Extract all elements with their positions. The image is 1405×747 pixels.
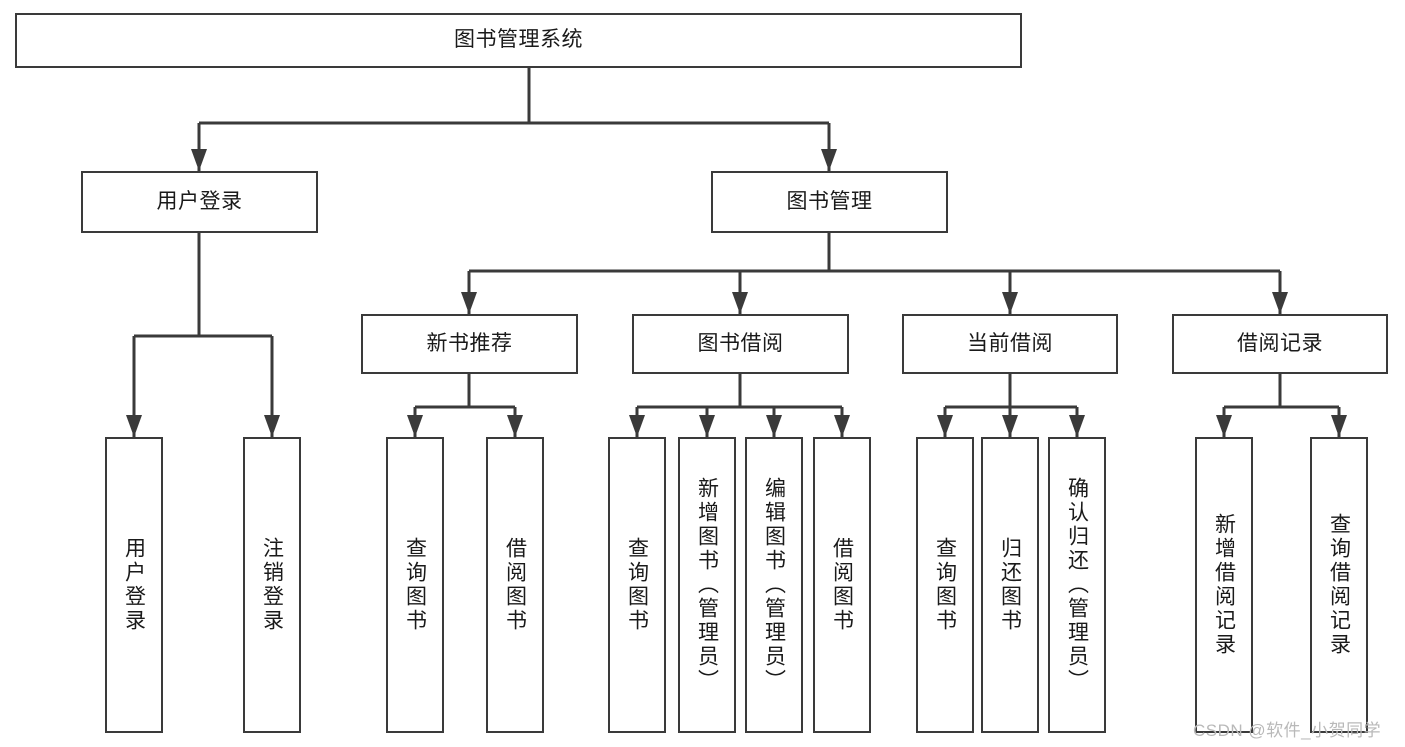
node-label: 当前借阅 xyxy=(967,331,1053,355)
node-label: 用户登录 xyxy=(156,189,243,213)
node-label: 查询图书 xyxy=(625,537,649,633)
arrowhead-current-borrow-to-leaves-0 xyxy=(937,415,953,437)
arrowhead-user-login-to-leaves-1 xyxy=(264,415,280,437)
node-l2-borrow-record[interactable]: 借阅记录 xyxy=(1172,314,1388,374)
node-label: 图书借阅 xyxy=(697,331,784,355)
node-leaf-add-record[interactable]: 新增借阅记录 xyxy=(1195,437,1253,733)
node-leaf-query-book-1[interactable]: 查询图书 xyxy=(386,437,444,733)
node-leaf-logout[interactable]: 注销登录 xyxy=(243,437,301,733)
node-leaf-query-book-3[interactable]: 查询图书 xyxy=(916,437,974,733)
node-label: 图书管理系统 xyxy=(454,28,583,52)
arrowhead-root-to-level1-0 xyxy=(191,149,207,171)
node-leaf-edit-book[interactable]: 编辑图书（管理员） xyxy=(745,437,803,733)
node-label: 借阅图书 xyxy=(503,537,527,633)
arrowhead-book-borrow-to-leaves-3 xyxy=(834,415,850,437)
node-l1-user-login[interactable]: 用户登录 xyxy=(81,171,318,233)
node-leaf-confirm-return[interactable]: 确认归还（管理员） xyxy=(1048,437,1106,733)
node-leaf-borrow-book-2[interactable]: 借阅图书 xyxy=(813,437,871,733)
node-leaf-return-book[interactable]: 归还图书 xyxy=(981,437,1039,733)
arrowhead-book-mgmt-to-level2-0 xyxy=(461,292,477,314)
node-label: 确认归还（管理员） xyxy=(1065,477,1089,693)
node-leaf-query-record[interactable]: 查询借阅记录 xyxy=(1310,437,1368,733)
arrowhead-new-book-rec-to-leaves-1 xyxy=(507,415,523,437)
arrowhead-new-book-rec-to-leaves-0 xyxy=(407,415,423,437)
node-label: 查询借阅记录 xyxy=(1327,513,1351,657)
node-root[interactable]: 图书管理系统 xyxy=(15,13,1022,68)
arrowhead-current-borrow-to-leaves-1 xyxy=(1002,415,1018,437)
arrowhead-book-mgmt-to-level2-1 xyxy=(732,292,748,314)
node-label: 新书推荐 xyxy=(426,331,513,355)
node-l2-new-book-rec[interactable]: 新书推荐 xyxy=(361,314,578,374)
node-label: 注销登录 xyxy=(260,537,284,633)
arrowhead-book-borrow-to-leaves-1 xyxy=(699,415,715,437)
arrowhead-book-mgmt-to-level2-3 xyxy=(1272,292,1288,314)
edges-group xyxy=(126,68,1347,437)
arrowhead-book-borrow-to-leaves-2 xyxy=(766,415,782,437)
node-label: 归还图书 xyxy=(998,537,1022,633)
node-leaf-add-book[interactable]: 新增图书（管理员） xyxy=(678,437,736,733)
node-label: 新增图书（管理员） xyxy=(695,477,719,693)
arrowhead-user-login-to-leaves-0 xyxy=(126,415,142,437)
node-label: 图书管理 xyxy=(786,189,873,213)
node-leaf-borrow-book-1[interactable]: 借阅图书 xyxy=(486,437,544,733)
node-leaf-query-book-2[interactable]: 查询图书 xyxy=(608,437,666,733)
node-label: 借阅图书 xyxy=(830,537,854,633)
node-label: 查询图书 xyxy=(403,537,427,633)
arrowhead-borrow-record-to-leaves-0 xyxy=(1216,415,1232,437)
arrowhead-root-to-level1-1 xyxy=(821,149,837,171)
node-leaf-user-login[interactable]: 用户登录 xyxy=(105,437,163,733)
node-label: 借阅记录 xyxy=(1237,331,1323,355)
node-label: 用户登录 xyxy=(122,537,146,633)
arrowhead-book-mgmt-to-level2-2 xyxy=(1002,292,1018,314)
node-label: 编辑图书（管理员） xyxy=(762,477,786,693)
arrowhead-borrow-record-to-leaves-1 xyxy=(1331,415,1347,437)
node-label: 查询图书 xyxy=(933,537,957,633)
arrowhead-current-borrow-to-leaves-2 xyxy=(1069,415,1085,437)
node-l1-book-mgmt[interactable]: 图书管理 xyxy=(711,171,948,233)
node-l2-book-borrow[interactable]: 图书借阅 xyxy=(632,314,849,374)
arrowhead-book-borrow-to-leaves-0 xyxy=(629,415,645,437)
node-l2-current-borrow[interactable]: 当前借阅 xyxy=(902,314,1118,374)
node-label: 新增借阅记录 xyxy=(1212,513,1236,657)
